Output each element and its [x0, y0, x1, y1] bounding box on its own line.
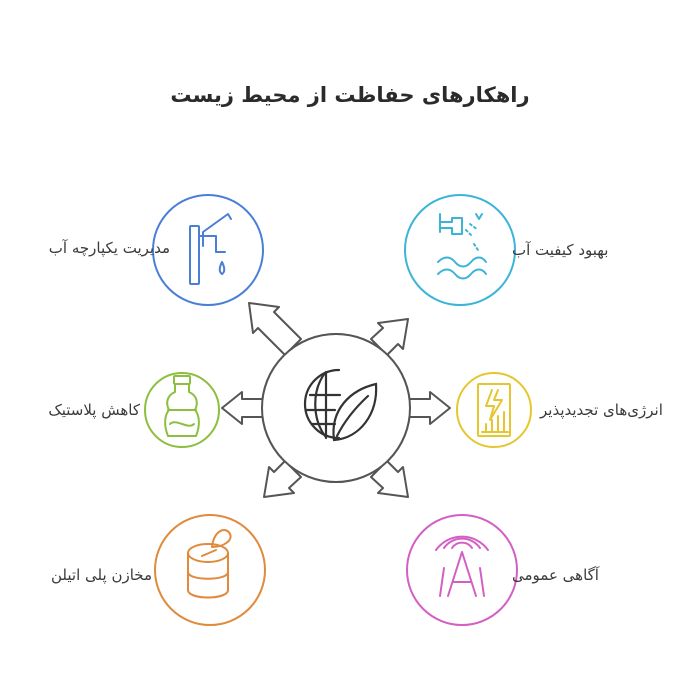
- label-renewable-energy: انرژی‌های تجدیدپذیر: [540, 401, 663, 419]
- renewable-energy-icon: [456, 372, 532, 448]
- label-integrated-water-management: مدیریت یکپارچه آب: [48, 239, 170, 257]
- label-public-awareness: آگاهی عمومی: [512, 566, 599, 584]
- broadcast-awareness-icon: [406, 514, 518, 626]
- label-polyethylene-tanks: مخازن پلی اتیلن: [51, 566, 152, 584]
- label-reduce-plastic: کاهش پلاستیک: [48, 401, 140, 419]
- diagram-title: راهکارهای حفاظت از محیط زیست: [170, 83, 530, 107]
- label-improve-water-quality: بهبود کیفیت آب: [512, 241, 609, 259]
- central-hub: [221, 302, 451, 498]
- globe-leaf-icon: [303, 368, 378, 442]
- faucet-icon: [152, 194, 264, 306]
- plastic-bottle-icon: [144, 372, 220, 448]
- tin-can-icon: [154, 514, 266, 626]
- water-quality-icon: [404, 194, 516, 306]
